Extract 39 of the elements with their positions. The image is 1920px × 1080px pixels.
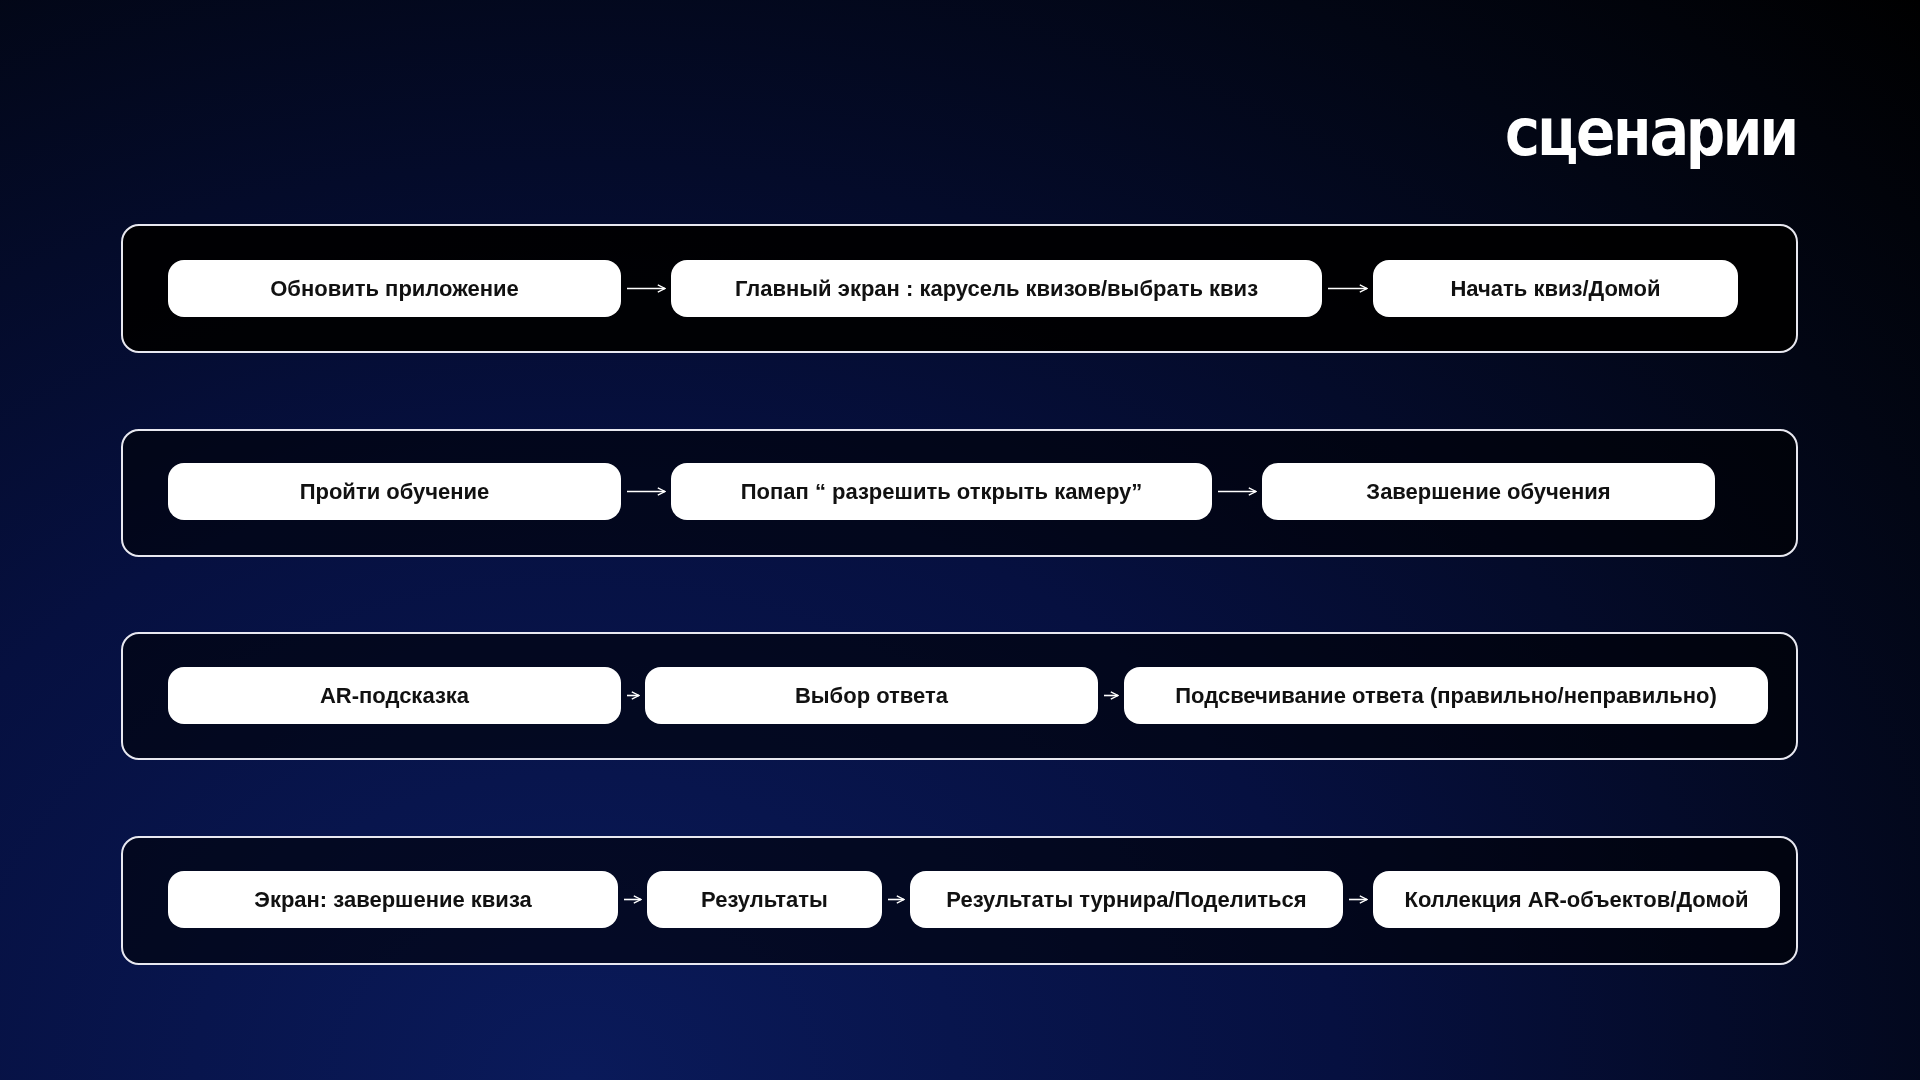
step-label: Экран: завершение квиза	[254, 886, 532, 913]
step-pill	[1124, 667, 1768, 724]
row-frame	[121, 632, 1798, 760]
arrow	[626, 691, 640, 700]
arrow	[1103, 691, 1119, 700]
step-label: Завершение обучения	[1366, 478, 1611, 505]
step-pill	[647, 871, 882, 928]
arrow	[626, 487, 666, 496]
step-label: Попап “ разрешить открыть камеру”	[740, 478, 1143, 505]
arrow	[1348, 895, 1368, 904]
arrow	[1327, 284, 1368, 293]
step-pill	[671, 463, 1212, 520]
step-pill	[1262, 463, 1715, 520]
step-pill	[1373, 260, 1738, 317]
row-frame	[121, 429, 1798, 557]
step-label: Начать квиз/Домой	[1450, 275, 1661, 302]
row-frame	[121, 836, 1798, 965]
step-pill	[168, 871, 618, 928]
step-label: Коллекция AR-объектов/Домой	[1404, 886, 1749, 913]
step-label: Пройти обучение	[299, 478, 490, 505]
step-label: Результаты турнира/Поделиться	[946, 886, 1307, 913]
arrow	[626, 284, 666, 293]
step-pill	[168, 667, 621, 724]
step-label: Главный экран : карусель квизов/выбрать квиз	[734, 275, 1259, 302]
arrow	[1217, 487, 1257, 496]
step-pill	[671, 260, 1322, 317]
step-pill	[168, 463, 621, 520]
step-pill	[168, 260, 621, 317]
step-label: Подсвечивание ответа (правильно/неправильно)	[1175, 682, 1717, 709]
step-pill	[1373, 871, 1780, 928]
arrow	[887, 895, 905, 904]
arrow	[623, 895, 642, 904]
step-pill	[910, 871, 1343, 928]
row-frame	[121, 224, 1798, 353]
step-label: Обновить приложение	[270, 275, 519, 302]
step-pill	[645, 667, 1098, 724]
step-label: Результаты	[701, 886, 828, 913]
step-label: Выбор ответа	[794, 682, 949, 709]
step-label: AR-подсказка	[319, 682, 470, 709]
